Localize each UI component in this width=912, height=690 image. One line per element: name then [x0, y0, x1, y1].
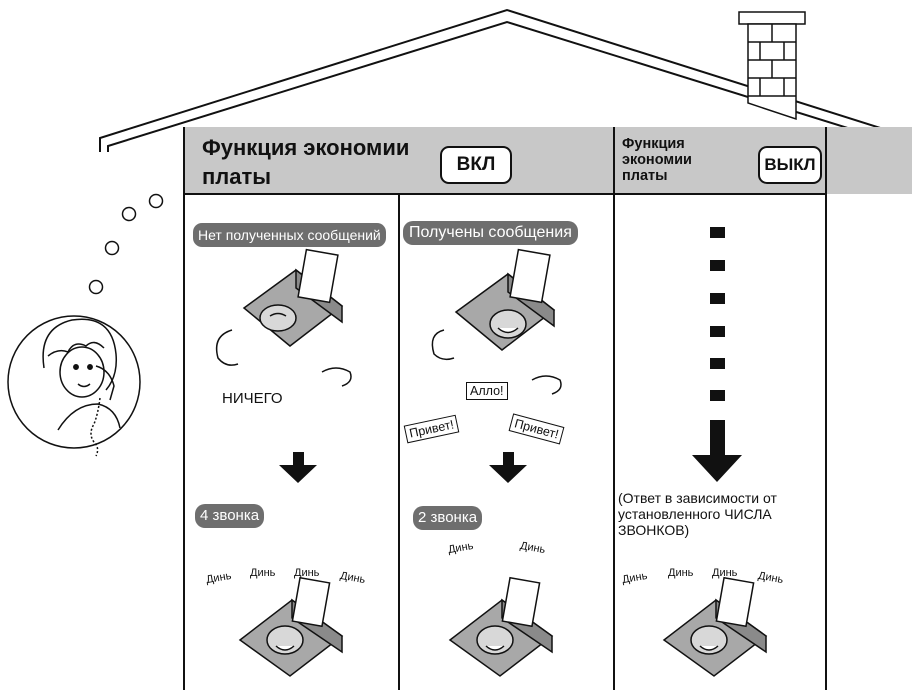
savings-on-title-line1: Функция экономии: [202, 135, 410, 160]
arrow-down-col1: [279, 452, 317, 483]
allo-tag: Алло!: [466, 382, 508, 400]
fax-machine-col3-bottom: [662, 576, 768, 677]
answer-depends-note: (Ответ в зависимости от установленного Ч…: [618, 490, 777, 538]
house-walls: [183, 127, 827, 690]
ring-text: Динь: [712, 567, 738, 579]
chimney: [738, 11, 806, 121]
no-messages-label: Нет полученных сообщений: [193, 223, 386, 247]
messages-received-label: Получены сообщения: [403, 221, 578, 245]
fax-machine-col1-bottom: [238, 576, 344, 677]
savings-on-title-line2: платы: [202, 164, 272, 189]
fax-machine-col2-bottom: [448, 576, 554, 677]
arrow-down-col2: [489, 452, 527, 483]
fax-machine-col1-top: [215, 248, 352, 387]
ring-text: Динь: [250, 567, 276, 579]
savings-off-title: Функция экономии платы: [622, 136, 692, 184]
two-rings-label: 2 звонка: [413, 506, 483, 530]
off-badge: ВЫКЛ: [758, 146, 822, 184]
thought-bubbles: [88, 193, 164, 295]
woman-on-phone: [7, 315, 141, 457]
fax-machine-col2-top: [431, 248, 562, 395]
ring-text: Динь: [668, 567, 694, 579]
on-badge: ВКЛ: [440, 146, 512, 184]
ring-text: Динь: [294, 567, 320, 579]
savings-off-title-line1: Функция: [622, 136, 685, 152]
savings-off-title-line2: экономии: [622, 152, 692, 168]
dashed-wait-indicator: [692, 227, 742, 482]
savings-on-title: Функция экономии платы: [202, 133, 409, 191]
savings-off-title-line3: платы: [622, 168, 668, 184]
nothing-sound-text: НИЧЕГО: [222, 390, 283, 407]
roof: [99, 8, 912, 152]
four-rings-label: 4 звонка: [195, 504, 265, 528]
